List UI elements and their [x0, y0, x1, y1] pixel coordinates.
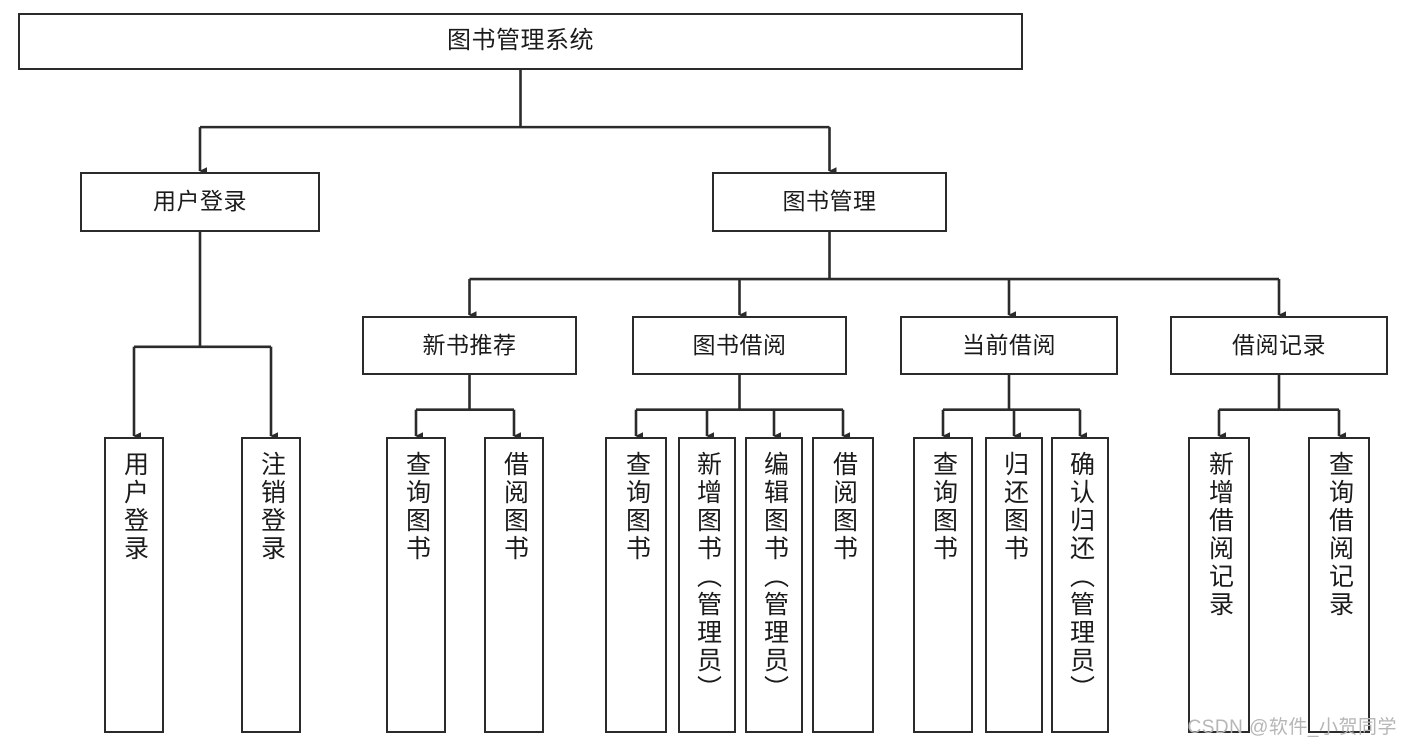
node-user-login[interactable]: 用户登录 — [80, 172, 320, 232]
node-label: 新增图书（管理员） — [693, 451, 722, 703]
node-leaf-query-book-2[interactable]: 查询图书 — [605, 437, 667, 733]
node-label: 查询图书 — [402, 451, 431, 563]
node-book-borrow[interactable]: 图书借阅 — [632, 316, 847, 375]
node-label: 借阅图书 — [500, 451, 529, 563]
node-label: 借阅图书 — [829, 451, 858, 563]
node-label: 新增借阅记录 — [1205, 451, 1234, 619]
node-leaf-query-book-1[interactable]: 查询图书 — [386, 437, 446, 733]
node-current-borrow[interactable]: 当前借阅 — [900, 316, 1118, 375]
node-leaf-add-book[interactable]: 新增图书（管理员） — [678, 437, 736, 733]
node-leaf-add-borrow-record[interactable]: 新增借阅记录 — [1188, 437, 1250, 733]
node-book-manage[interactable]: 图书管理 — [712, 172, 947, 232]
node-new-book-recommend[interactable]: 新书推荐 — [362, 316, 577, 375]
node-borrow-record[interactable]: 借阅记录 — [1170, 316, 1388, 375]
node-leaf-confirm-return[interactable]: 确认归还（管理员） — [1051, 437, 1109, 733]
node-root[interactable]: 图书管理系统 — [18, 13, 1023, 70]
node-leaf-return-book[interactable]: 归还图书 — [985, 437, 1043, 733]
node-leaf-query-book-3[interactable]: 查询图书 — [913, 437, 973, 733]
node-label: 注销登录 — [257, 451, 286, 563]
node-leaf-edit-book[interactable]: 编辑图书（管理员） — [745, 437, 803, 733]
node-label: 图书管理系统 — [447, 27, 594, 55]
node-label: 确认归还（管理员） — [1066, 451, 1095, 703]
node-label: 借阅记录 — [1232, 331, 1326, 358]
node-label: 用户登录 — [120, 451, 149, 563]
node-leaf-borrow-book-2[interactable]: 借阅图书 — [812, 437, 874, 733]
node-leaf-borrow-book-1[interactable]: 借阅图书 — [484, 437, 544, 733]
node-label: 当前借阅 — [962, 331, 1056, 358]
node-leaf-user-logout[interactable]: 注销登录 — [241, 437, 301, 733]
node-label: 查询图书 — [622, 451, 651, 563]
csdn-watermark: CSDN @软件_小贺同学 — [1187, 717, 1397, 738]
node-leaf-query-borrow-record[interactable]: 查询借阅记录 — [1308, 437, 1370, 733]
node-label: 查询图书 — [929, 451, 958, 563]
node-label: 查询借阅记录 — [1325, 451, 1354, 619]
node-label: 图书管理 — [782, 188, 877, 215]
node-label: 编辑图书（管理员） — [760, 451, 789, 703]
node-label: 新书推荐 — [422, 331, 517, 358]
node-label: 用户登录 — [153, 188, 247, 215]
node-leaf-user-login[interactable]: 用户登录 — [104, 437, 164, 733]
node-label: 归还图书 — [1000, 451, 1029, 563]
node-label: 图书借阅 — [692, 331, 787, 358]
